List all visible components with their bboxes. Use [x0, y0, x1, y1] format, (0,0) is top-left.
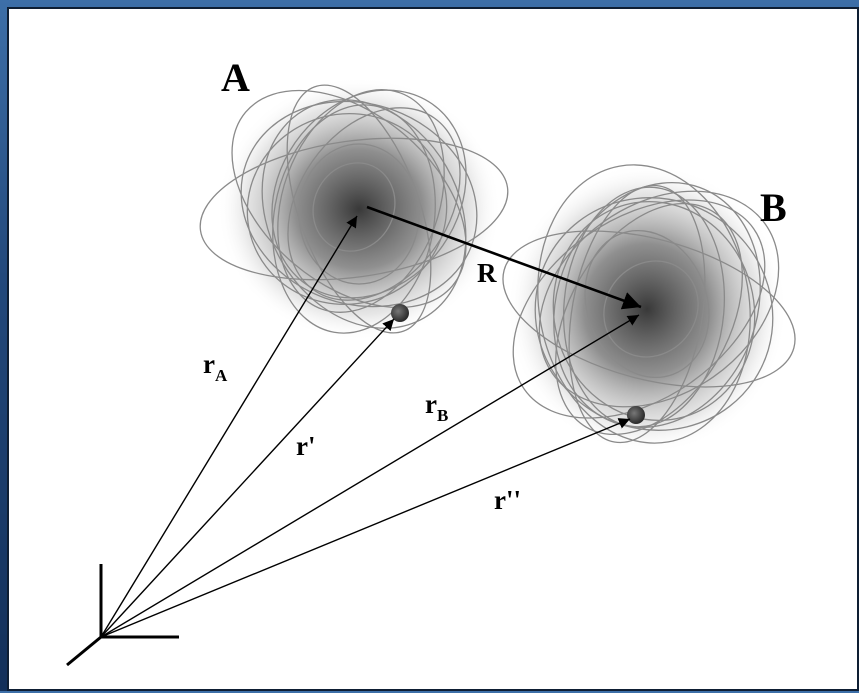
electron-1-dot: [391, 304, 409, 322]
atom-a-cloud: [199, 77, 509, 341]
electron-2-dot: [627, 406, 645, 424]
orbit-path: [584, 229, 710, 379]
atom-a-label: A: [221, 55, 250, 100]
vector-rB-arrow: [100, 314, 640, 638]
coordinate-axes-icon: [66, 564, 179, 667]
vector-rB-label: rB: [425, 389, 448, 425]
orbit-path: [552, 200, 756, 422]
orbit-path: [555, 202, 743, 436]
vector-r-double-prime-label: r'': [494, 485, 521, 515]
orbit-path: [538, 190, 780, 408]
orbit-path: [553, 182, 761, 428]
vector-R-label: R: [477, 258, 497, 288]
vector-rA-label: rA: [203, 349, 228, 385]
atom-b-cloud: [502, 164, 796, 454]
orbit-path: [231, 89, 467, 309]
atoms-vector-diagram: A B R rA r' rB r'': [66, 55, 796, 667]
vector-rA-arrow: [100, 215, 358, 638]
orbit-path: [502, 230, 796, 388]
vector-r-prime-arrow: [100, 318, 395, 638]
orbit-path: [287, 107, 461, 301]
orbit-path: [568, 184, 706, 444]
atom-b-label: B: [760, 185, 787, 230]
orbit-path: [199, 137, 509, 281]
vector-r-double-prime-arrow: [100, 418, 631, 638]
orbit-path: [277, 89, 445, 313]
vector-R-arrow: [366, 205, 642, 310]
orbit-path: [537, 164, 751, 444]
orbit-path: [298, 143, 420, 285]
orbit-path: [603, 260, 699, 358]
diagram-panel: A B R rA r' rB r'': [7, 7, 859, 691]
vector-r-prime-label: r': [296, 431, 316, 461]
orbit-path: [312, 162, 396, 252]
